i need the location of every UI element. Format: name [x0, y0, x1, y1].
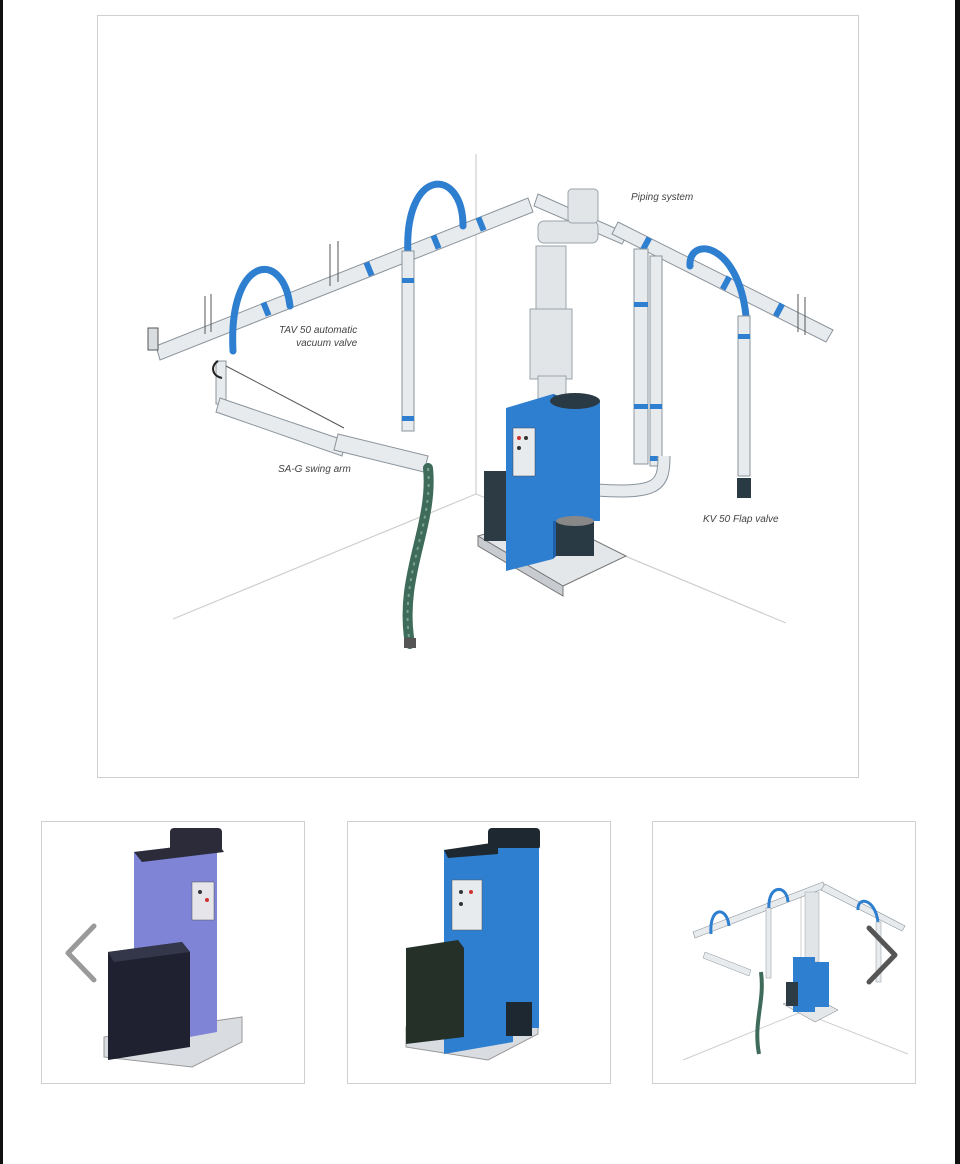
thumbnail-vacuum-unit-blue[interactable] — [347, 821, 611, 1084]
svg-text:· ·: · · — [663, 927, 666, 931]
thumbnail-system-overview[interactable]: · · · · — [652, 821, 916, 1084]
callout-swing-arm: SA-G swing arm — [278, 464, 351, 475]
callout-tav-valve: TAV 50 automatic vacuum valve — [279, 325, 358, 349]
vacuum-unit-purple-image — [103, 828, 243, 1068]
callout-flap-valve: KV 50 Flap valve — [703, 514, 779, 525]
callout-piping-system: Piping system — [631, 192, 694, 203]
main-product-image: Piping system TAV 50 automatic vacuum va… — [97, 15, 859, 778]
chevron-right-icon[interactable] — [863, 924, 903, 986]
chevron-left-icon[interactable] — [60, 922, 100, 984]
piping-system-illustration — [147, 154, 834, 649]
svg-text:· ·: · · — [823, 876, 826, 880]
system-overview-image: · · · · — [663, 876, 909, 1061]
vacuum-unit-blue-image — [405, 828, 540, 1061]
left-frame-border — [0, 0, 3, 1164]
thumbnail-vacuum-unit-purple[interactable] — [41, 821, 305, 1084]
right-frame-border — [955, 0, 960, 1164]
